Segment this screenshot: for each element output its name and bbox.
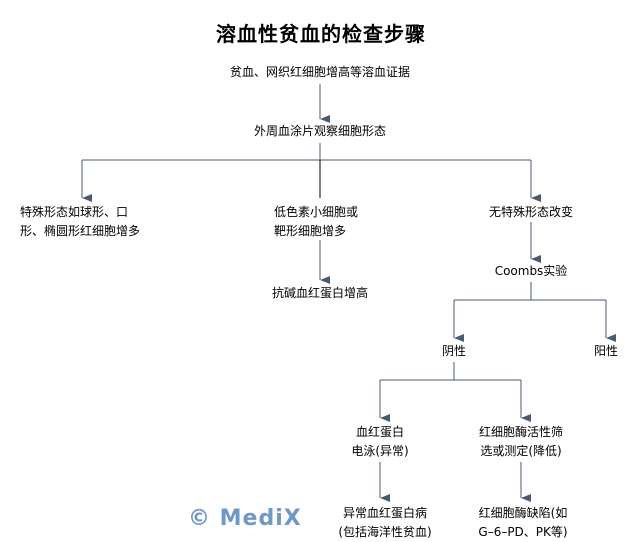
node-enzyme-deficiency: 红细胞酶缺陷(如 G–6–PD、PK等) (465, 504, 581, 542)
node-electrophoresis-line2: 电泳(异常) (351, 444, 409, 458)
node-hemolysis-evidence-text: 贫血、网织红细胞增高等溶血证据 (229, 65, 410, 79)
node-enzyme-screen: 红细胞酶活性筛 选或测定(降低) (466, 423, 576, 461)
node-electrophoresis-line1: 血红蛋白 (355, 425, 404, 439)
node-abnormal-hb: 异常血红蛋白病 (包括海洋性贫血) (325, 504, 445, 542)
node-hemolysis-evidence: 贫血、网织红细胞增高等溶血证据 (170, 63, 470, 82)
node-positive: 阳性 (581, 342, 631, 361)
node-coombs-text: Coombs实验 (494, 264, 568, 278)
node-alkali-hb: 抗碱血红蛋白增高 (250, 284, 390, 303)
node-special-shape-line1: 特殊形态如球形、口 (20, 205, 129, 219)
node-enzyme-screen-line2: 选或测定(降低) (480, 444, 562, 458)
node-abnormal-hb-line1: 异常血红蛋白病 (342, 506, 427, 520)
node-no-change: 无特殊形态改变 (466, 203, 596, 222)
node-abnormal-hb-line2: (包括海洋性贫血) (338, 525, 432, 539)
node-electrophoresis: 血红蛋白 电泳(异常) (335, 423, 425, 461)
node-hypochromic-line1: 低色素小细胞或 (274, 205, 359, 219)
node-enzyme-deficiency-line2: G–6–PD、PK等) (478, 525, 568, 539)
node-blood-smear: 外周血涂片观察细胞形态 (210, 122, 430, 141)
node-negative: 阴性 (429, 342, 479, 361)
node-blood-smear-text: 外周血涂片观察细胞形态 (253, 124, 386, 138)
node-hypochromic: 低色素小细胞或 靶形细胞增多 (274, 203, 358, 241)
node-coombs: Coombs实验 (480, 262, 582, 281)
node-negative-text: 阴性 (441, 344, 466, 358)
node-enzyme-screen-line1: 红细胞酶活性筛 (478, 425, 563, 439)
node-no-change-text: 无特殊形态改变 (488, 205, 573, 219)
node-enzyme-deficiency-line1: 红细胞酶缺陷(如 (478, 506, 568, 520)
node-special-shape-line2: 形、椭圆形红细胞增多 (20, 224, 141, 238)
node-hypochromic-line2: 靶形细胞增多 (274, 224, 347, 238)
diagram-title: 溶血性贫血的检查步骤 (216, 22, 426, 46)
node-alkali-hb-text: 抗碱血红蛋白增高 (271, 286, 368, 300)
medix-watermark: © MediX (188, 506, 302, 531)
node-positive-text: 阳性 (593, 344, 618, 358)
node-special-shape: 特殊形态如球形、口 形、椭圆形红细胞增多 (20, 203, 140, 241)
